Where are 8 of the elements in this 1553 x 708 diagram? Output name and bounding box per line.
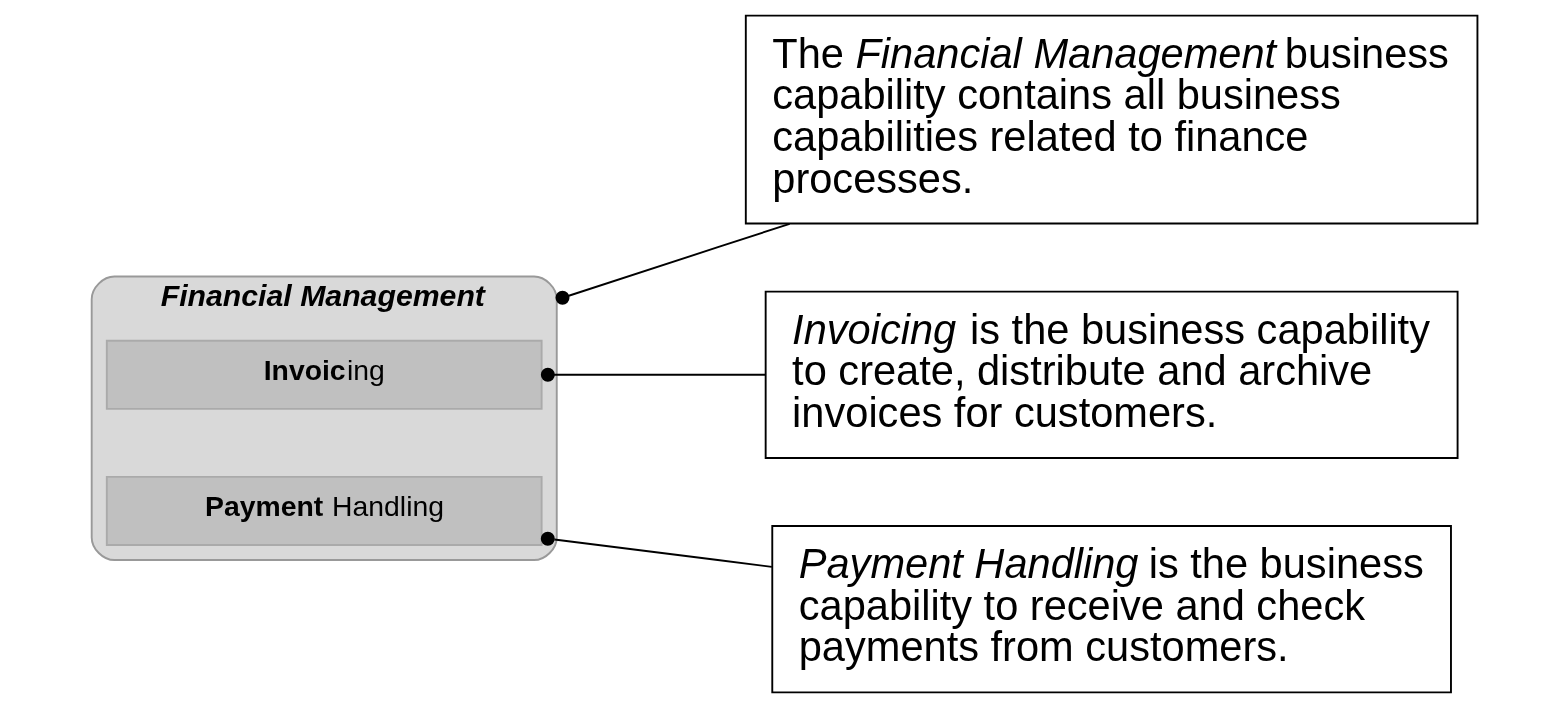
node-box: Invoicing is the business capability to create, distribute and archive invoices for customers.: [764, 290, 1459, 459]
node-box: Payment Handling is the business capability to receive and check payments from customers.: [770, 525, 1452, 694]
node-box: Invoicing: [105, 339, 543, 410]
connector: [540, 367, 766, 382]
connector: [540, 531, 773, 568]
node-box: The Financial Management business capability contains all business capabilities related to finance processes.: [744, 14, 1478, 225]
node-box: Payment Handling: [105, 475, 543, 546]
connector: [555, 222, 791, 305]
